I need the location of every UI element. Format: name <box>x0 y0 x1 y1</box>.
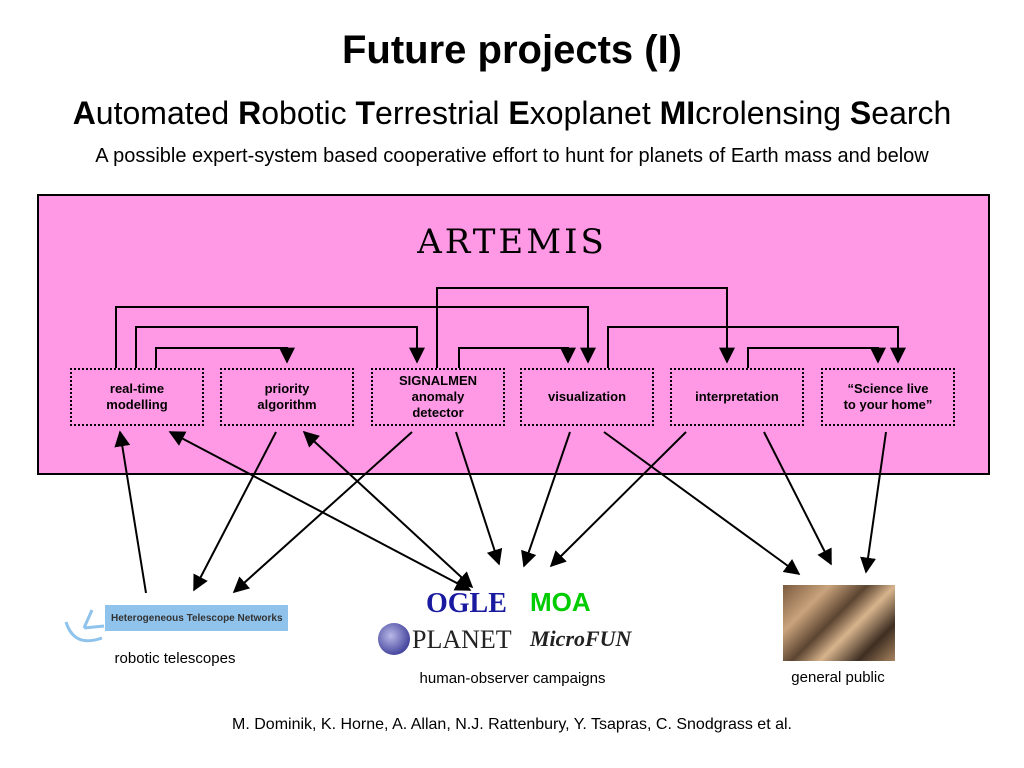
ogle-logo: OGLE <box>426 588 507 619</box>
human-observer-label: human-observer campaigns <box>419 670 606 687</box>
general-public-label: general public <box>791 669 885 686</box>
htn-logo: Heterogeneous Telescope Networks <box>105 605 288 631</box>
module-visualization: visualization <box>520 368 654 426</box>
module-real-time-modelling: real-time modelling <box>70 368 204 426</box>
slide-title: Future projects (I) <box>341 28 683 72</box>
robotic-telescopes-label: robotic telescopes <box>114 650 236 667</box>
crowd-photo <box>783 585 895 661</box>
artemis-title: ARTEMIS <box>417 222 607 262</box>
authors-footer: M. Dominik, K. Horne, A. Allan, N.J. Rat… <box>232 716 792 733</box>
planet-globe-icon <box>378 623 410 655</box>
microfun-logo: MicroFUN <box>530 626 632 651</box>
moa-logo: MOA <box>530 587 591 617</box>
module-signalmen: SIGNALMEN anomaly detector <box>371 368 505 426</box>
module-science-live: “Science live to your home” <box>821 368 955 426</box>
telescope-dish-icon <box>64 609 105 643</box>
module-interpretation: interpretation <box>670 368 804 426</box>
slide-subtitle: Automated Robotic Terrestrial Exoplanet … <box>72 95 952 131</box>
slide-tagline: A possible expert-system based cooperati… <box>95 145 929 167</box>
module-priority-algorithm: priority algorithm <box>220 368 354 426</box>
planet-logo: PLANET <box>412 625 512 654</box>
